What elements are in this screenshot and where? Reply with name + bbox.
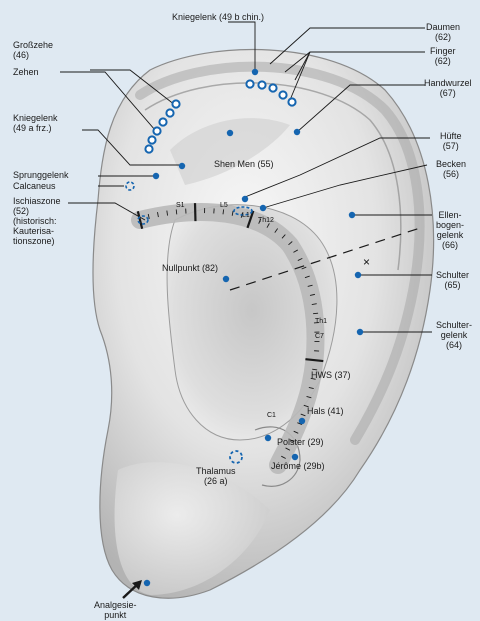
label-schultergelenk: Schulter- gelenk (64)	[436, 320, 472, 350]
label-ischiaszone: Ischiaszone (52) (historisch: Kauterisa-…	[13, 196, 61, 246]
label-analgesiepunkt: Analgesie- punkt	[94, 600, 137, 620]
label-sprunggelenk: Sprunggelenk	[13, 170, 69, 180]
x-marker: ×	[363, 255, 370, 269]
ring-finger-3	[269, 84, 276, 91]
point-sprunggelenk	[153, 173, 159, 179]
ring-zehen-1	[172, 100, 179, 107]
point-hals	[299, 418, 305, 424]
point-analgesie	[144, 580, 150, 586]
point-jerome	[292, 454, 298, 460]
point-schulter	[355, 272, 361, 278]
spine-mark-c1: C1	[267, 412, 276, 420]
point-polster	[265, 435, 271, 441]
ring-zehen-5	[148, 136, 155, 143]
ring-zehen-4	[153, 127, 160, 134]
label-jerome: Jérôme (29b)	[271, 461, 325, 471]
label-shen-men: Shen Men (55)	[214, 159, 274, 169]
label-hals: Hals (41)	[307, 406, 344, 416]
ring-finger-2	[258, 81, 265, 88]
ring-zehen-3	[159, 118, 166, 125]
point-becken	[260, 205, 266, 211]
ring-finger-5	[288, 98, 295, 105]
point-handwurzel	[294, 129, 300, 135]
label-handwurzel: Handwurzel (67)	[424, 78, 472, 98]
ring-zehen-2	[166, 109, 173, 116]
point-schultergelenk	[357, 329, 363, 335]
spine-minor-tick	[313, 313, 318, 314]
spine-minor-tick	[176, 209, 177, 214]
point-kniegelenk-chin	[252, 69, 258, 75]
label-nullpunkt: Nullpunkt (82)	[162, 263, 218, 273]
label-calcaneus: Calcaneus	[13, 181, 56, 191]
label-polster: Polster (29)	[277, 437, 324, 447]
point-huefte	[242, 196, 248, 202]
label-schulter: Schulter (65)	[436, 270, 469, 290]
spine-mark-th12: Th12	[258, 217, 274, 225]
label-becken: Becken (56)	[436, 159, 466, 179]
label-kniegelenk-frz: Kniegelenk (49 a frz.)	[13, 113, 58, 133]
label-finger: Finger (62)	[430, 46, 456, 66]
spine-mark-l5: L5	[220, 202, 228, 210]
label-daumen: Daumen (62)	[426, 22, 460, 42]
point-ellenbogen	[349, 212, 355, 218]
point-kniegelenk-frz	[179, 163, 185, 169]
spine-minor-tick	[223, 209, 224, 214]
ring-zehen-6	[145, 145, 152, 152]
label-huefte: Hüfte (57)	[440, 131, 462, 151]
label-grosszehe: Großzehe (46)	[13, 40, 53, 60]
label-ellenbogengelenk: Ellen- bogen- gelenk (66)	[436, 210, 464, 250]
point-shen-men	[227, 130, 233, 136]
label-zehen: Zehen	[13, 67, 39, 77]
spine-mark-th1: Th1	[315, 318, 327, 326]
label-thalamus: Thalamus (26 a)	[196, 466, 236, 486]
label-kniegelenk-chin: Kniegelenk (49 b chin.)	[172, 12, 264, 22]
ring-finger-1	[246, 80, 253, 87]
spine-mark-c7: C7	[315, 333, 324, 341]
label-hws: HWS (37)	[311, 370, 351, 380]
point-nullpunkt	[223, 276, 229, 282]
ring-finger-4	[279, 91, 286, 98]
spine-mark-s1: S1	[176, 202, 185, 210]
spine-mark-l1: L1	[242, 212, 250, 220]
